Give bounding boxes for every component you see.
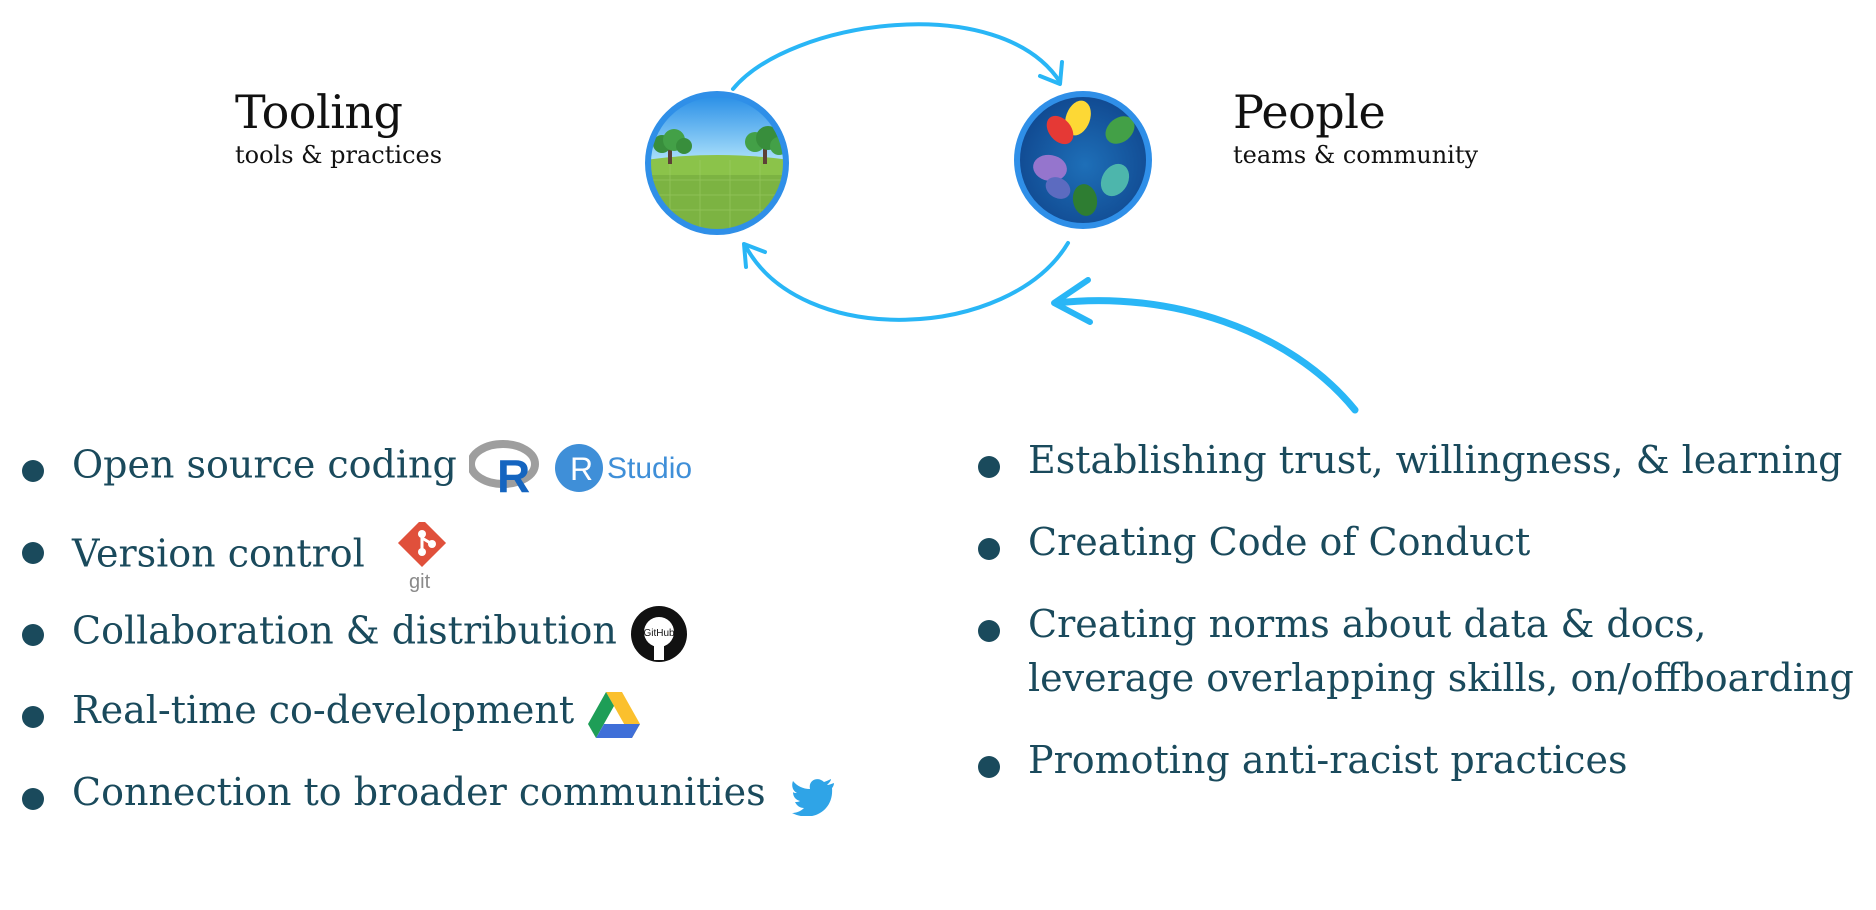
people-heading: People teams & community <box>1233 86 1478 170</box>
google-drive-icon <box>586 688 642 740</box>
list-item: Connection to broader communities <box>22 768 836 850</box>
list-item: Creating norms about data & docs, levera… <box>978 600 1876 702</box>
rstudio-logo-text: Studio <box>607 452 692 485</box>
cycle-arrowhead-bottom <box>742 242 767 269</box>
list-item: Creating Code of Conduct <box>978 518 1876 566</box>
list-item-label-line2: leverage overlapping skills, on/offboard… <box>1028 656 1854 700</box>
list-item-label: Version control <box>72 531 365 576</box>
svg-text:R: R <box>497 450 530 496</box>
list-item-label: Creating Code of Conduct <box>1028 520 1531 564</box>
list-item: Version control git <box>22 522 836 604</box>
hands-icon <box>1014 91 1152 229</box>
list-item-label: Real-time co-development <box>72 688 575 732</box>
github-logo-icon: GitHub <box>629 604 689 664</box>
emphasis-arrowhead <box>1051 277 1093 325</box>
list-item: Collaboration & distribution GitHub <box>22 604 836 686</box>
list-item: Establishing trust, willingness, & learn… <box>978 436 1876 484</box>
github-logo-text: GitHub <box>643 628 675 639</box>
list-item-label: Collaboration & distribution <box>72 608 617 653</box>
emphasis-arrow <box>1052 297 1359 414</box>
list-item: Real-time co-development <box>22 686 836 768</box>
r-logo-icon: R <box>468 440 541 496</box>
svg-text:R: R <box>570 451 593 487</box>
people-title: People <box>1233 85 1386 139</box>
rstudio-logo-icon: R Studio <box>553 440 703 496</box>
people-subtitle: teams & community <box>1233 141 1479 169</box>
cycle-arrowhead-top <box>1038 60 1064 86</box>
list-item-label: Open source coding <box>72 442 457 487</box>
landscape-icon <box>645 91 789 235</box>
tooling-title: Tooling <box>235 85 403 139</box>
tooling-list: Open source coding R R Studio Version co… <box>22 440 836 850</box>
list-item: Open source coding R R Studio <box>22 440 836 522</box>
cycle-arrow-bottom <box>743 241 1070 322</box>
list-item: Promoting anti-racist practices <box>978 736 1876 784</box>
list-item-label: Promoting anti-racist practices <box>1028 738 1628 782</box>
people-list: Establishing trust, willingness, & learn… <box>978 436 1876 818</box>
twitter-bird-icon <box>791 776 836 816</box>
tooling-heading: Tooling tools & practices <box>235 86 442 170</box>
git-logo-icon: git <box>395 522 451 592</box>
git-logo-text: git <box>409 571 431 592</box>
tooling-subtitle: tools & practices <box>235 141 443 169</box>
list-item-label-line1: Creating norms about data & docs, <box>1028 602 1707 646</box>
cycle-arrow-top <box>731 22 1062 91</box>
list-item-label: Connection to broader communities <box>72 770 766 814</box>
list-item-label: Establishing trust, willingness, & learn… <box>1028 438 1843 482</box>
